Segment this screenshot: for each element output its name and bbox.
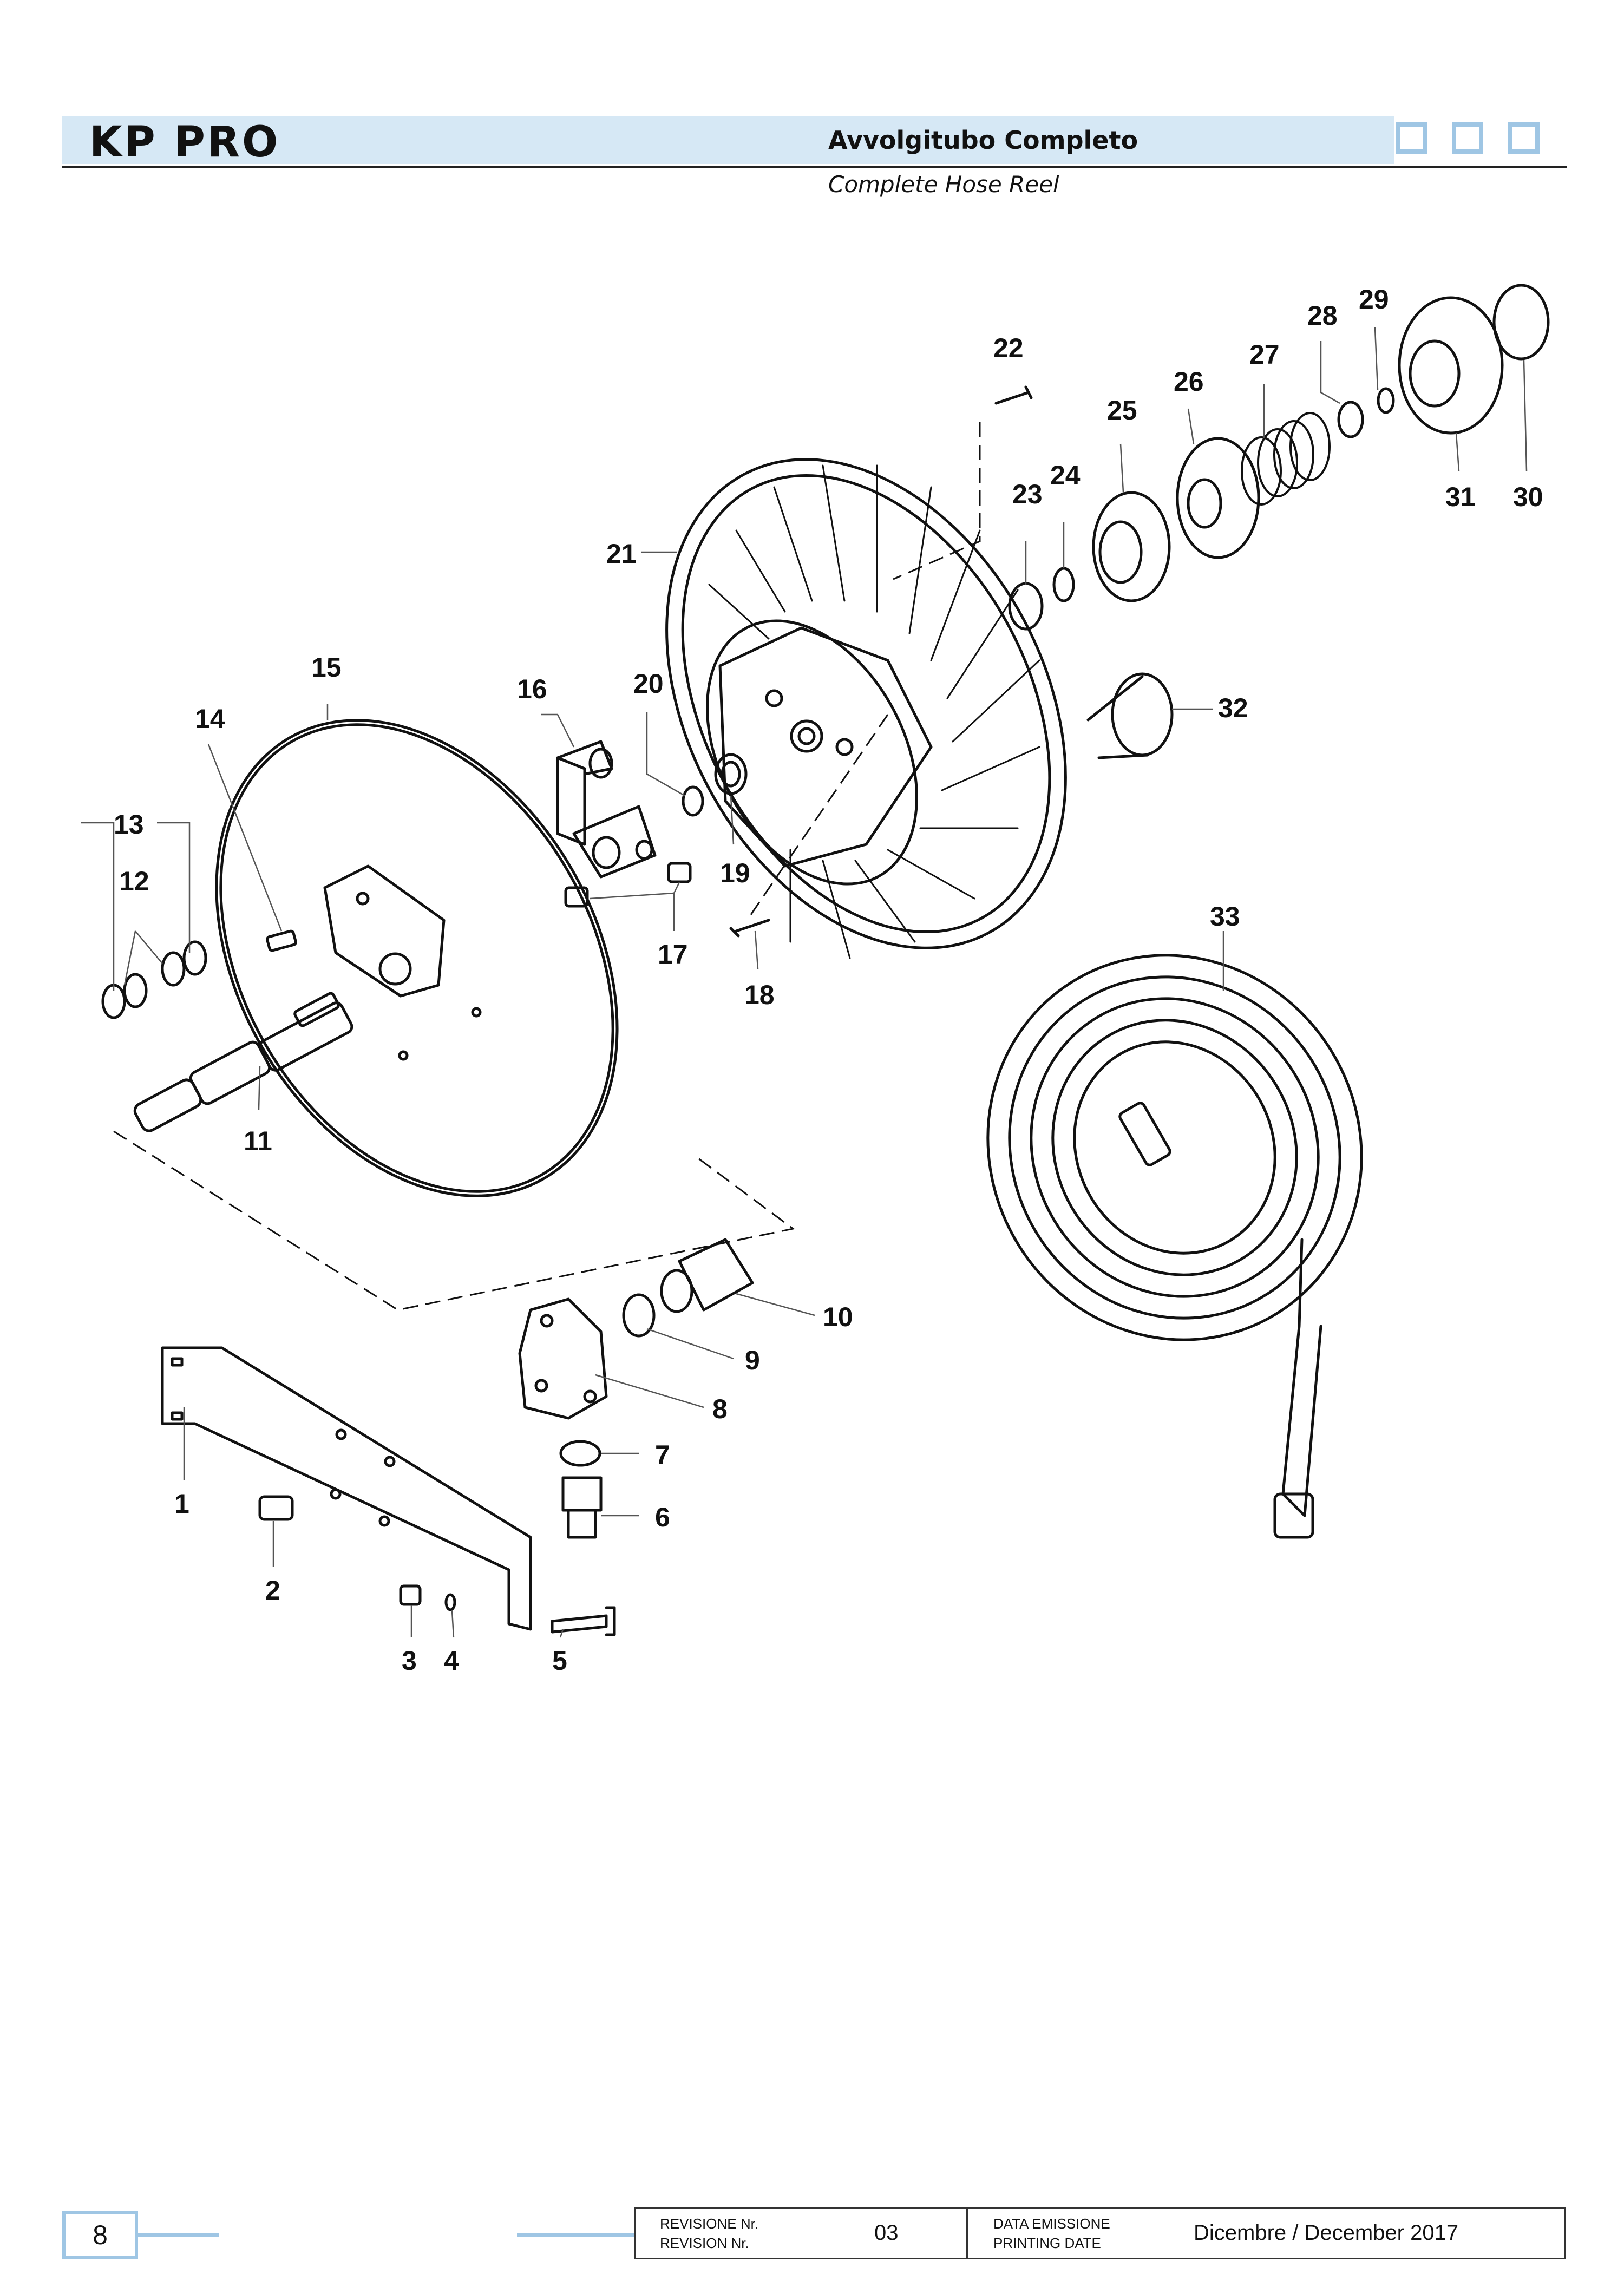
cap-part: [1492, 284, 1550, 361]
callout-10: 10: [823, 1302, 853, 1332]
circlip-part: [1052, 567, 1075, 602]
circlip-part: [682, 785, 704, 817]
assembly-line: [113, 1130, 795, 1311]
callout-26: 26: [1174, 366, 1204, 397]
callout-18: 18: [744, 980, 775, 1010]
callout-21: 21: [606, 539, 637, 569]
knob-part: [1398, 296, 1504, 435]
callout-2: 2: [265, 1575, 280, 1605]
date-label-it: DATA EMISSIONE: [993, 2216, 1110, 2232]
callout-15: 15: [311, 652, 342, 683]
o-ring-part: [622, 1293, 656, 1338]
callout-13: 13: [114, 809, 144, 840]
screw-part: [729, 919, 770, 938]
shaft-assembly: [133, 992, 353, 1132]
bolt-part: [551, 1606, 616, 1636]
header-band: [62, 116, 1394, 164]
o-ring-part: [559, 1440, 601, 1467]
callout-24: 24: [1050, 460, 1081, 490]
washer-part: [721, 761, 741, 788]
callout-14: 14: [195, 704, 225, 734]
washer-part: [714, 753, 748, 795]
page-number: 8: [62, 2211, 138, 2259]
header-square-icon: [1396, 122, 1427, 154]
swivel-fitting: [660, 1238, 754, 1313]
plug-part: [667, 862, 692, 883]
screw-part: [258, 1495, 294, 1521]
callout-22: 22: [993, 333, 1024, 363]
callout-12: 12: [119, 866, 149, 896]
page-title: Avvolgitubo Completo: [828, 126, 1138, 155]
callout-3: 3: [402, 1646, 417, 1676]
assembly-line: [746, 714, 889, 921]
callout-30: 30: [1513, 482, 1543, 512]
callout-32: 32: [1218, 693, 1248, 723]
mounting-bracket: [161, 1346, 532, 1631]
callout-1: 1: [174, 1489, 189, 1519]
bushing-part: [1086, 672, 1174, 759]
callout-16: 16: [517, 674, 547, 704]
spring-part: [1241, 412, 1331, 506]
callout-11: 11: [244, 1126, 272, 1156]
callout-5: 5: [552, 1646, 567, 1676]
plug-part: [564, 886, 589, 908]
footer-rule: [138, 2233, 219, 2237]
callout-28: 28: [1307, 300, 1338, 331]
date-value: Dicembre / December 2017: [1194, 2221, 1459, 2245]
revision-table: REVISIONE Nr. REVISION Nr. 03 DATA EMISS…: [634, 2207, 1566, 2259]
footer-rule: [517, 2233, 634, 2237]
washer-part: [444, 1593, 456, 1611]
revision-value: 03: [874, 2221, 899, 2245]
elbow-fitting: [556, 740, 657, 879]
revision-label-en: REVISION Nr.: [660, 2235, 749, 2251]
washer-part: [1337, 401, 1364, 438]
callout-6: 6: [655, 1502, 670, 1532]
header-square-icon: [1452, 122, 1483, 154]
page-subtitle: Complete Hose Reel: [828, 171, 1059, 198]
callout-7: 7: [655, 1440, 670, 1470]
exploded-diagram: 1 2 3 4 5 6 7 8 9 10 11 12 13 14 15 16 1…: [81, 284, 1550, 1676]
callout-19: 19: [720, 858, 750, 888]
assembly-line: [893, 422, 981, 580]
callout-25: 25: [1107, 395, 1137, 425]
table-divider: [966, 2209, 968, 2258]
hose-coil: [986, 954, 1363, 1539]
callout-17: 17: [658, 939, 688, 969]
cover-disc: [1176, 437, 1260, 559]
revision-label-it: REVISIONE Nr.: [660, 2216, 759, 2232]
date-label-en: PRINTING DATE: [993, 2235, 1101, 2251]
nut-part: [399, 1584, 422, 1606]
callout-8: 8: [712, 1394, 728, 1424]
header-rule: [62, 166, 1567, 168]
nipple-fitting: [561, 1476, 603, 1539]
header-square-icon: [1508, 122, 1540, 154]
callout-20: 20: [633, 668, 664, 699]
callout-27: 27: [1249, 339, 1280, 370]
callout-9: 9: [745, 1345, 760, 1375]
key-part: [266, 929, 297, 952]
brand-logo: KP PRO: [89, 118, 280, 167]
bearing-housing: [1092, 491, 1171, 602]
flange-disc: [215, 719, 619, 1197]
callout-4: 4: [444, 1646, 459, 1676]
callout-33: 33: [1210, 901, 1240, 932]
callout-29: 29: [1359, 284, 1389, 314]
pin-part: [994, 385, 1033, 405]
callout-31: 31: [1445, 482, 1476, 512]
circlip-part: [1377, 387, 1395, 414]
callout-23: 23: [1012, 479, 1043, 509]
reel-ribs: [708, 464, 1040, 959]
bracket-fitting: [518, 1297, 608, 1420]
